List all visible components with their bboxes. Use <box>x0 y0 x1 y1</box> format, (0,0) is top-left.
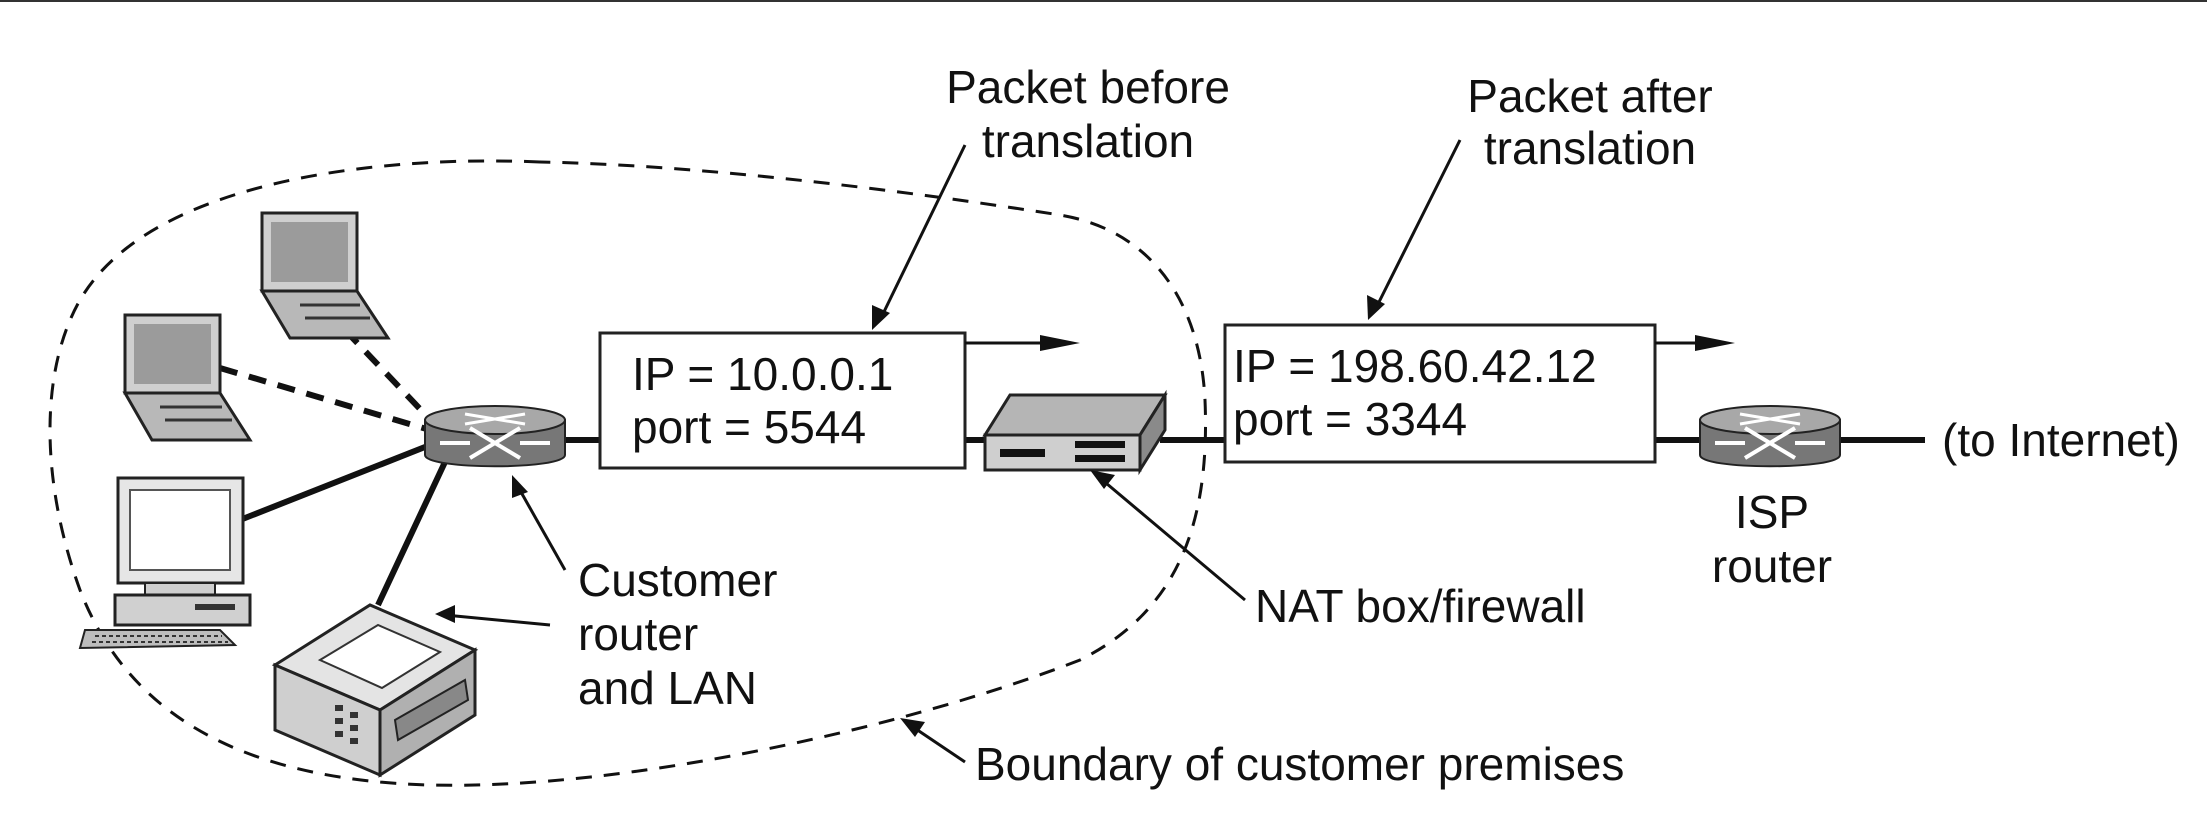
dashed-link-laptop-top <box>342 327 443 433</box>
direction-arrows <box>965 335 1735 351</box>
packet-after-ip: IP = 198.60.42.12 <box>1233 340 1597 392</box>
packet-before-label-line1: Packet before <box>946 61 1230 113</box>
lan-links <box>219 327 448 607</box>
boundary-label: Boundary of customer premises <box>975 738 1624 790</box>
customer-router-icon <box>424 405 566 468</box>
laptop-icon <box>122 313 253 442</box>
link-printer <box>375 460 448 607</box>
packet-after-label-line2: translation <box>1484 122 1696 174</box>
customer-router-label-line1: Customer <box>578 554 777 606</box>
customer-router-label-line3: and LAN <box>578 662 757 714</box>
link-desktop <box>238 442 432 523</box>
dashed-link-laptop-left <box>219 365 431 433</box>
customer-premises-boundary <box>48 159 1207 787</box>
packet-before-box <box>598 331 967 470</box>
to-internet-label: (to Internet) <box>1942 414 2180 466</box>
isp-router-label-line2: router <box>1712 540 1832 592</box>
printer-icon <box>271 603 479 778</box>
packet-before-ip: IP = 10.0.0.1 <box>632 348 893 400</box>
nat-box-icon <box>982 389 1168 476</box>
desktop-computer-icon <box>78 476 252 650</box>
isp-router-icon <box>1699 405 1841 468</box>
packet-after-box <box>1223 323 1657 464</box>
packet-before-port: port = 5544 <box>632 401 866 453</box>
packet-after-label-line1: Packet after <box>1467 70 1712 122</box>
nat-box-label: NAT box/firewall <box>1255 580 1586 632</box>
packet-before-label-line2: translation <box>982 115 1194 167</box>
isp-router-label-line1: ISP <box>1735 486 1809 538</box>
packet-after-port: port = 3344 <box>1233 393 1467 445</box>
laptop-icon <box>259 211 391 340</box>
pointer-arrows <box>435 139 1462 764</box>
customer-router-label-line2: router <box>578 608 698 660</box>
